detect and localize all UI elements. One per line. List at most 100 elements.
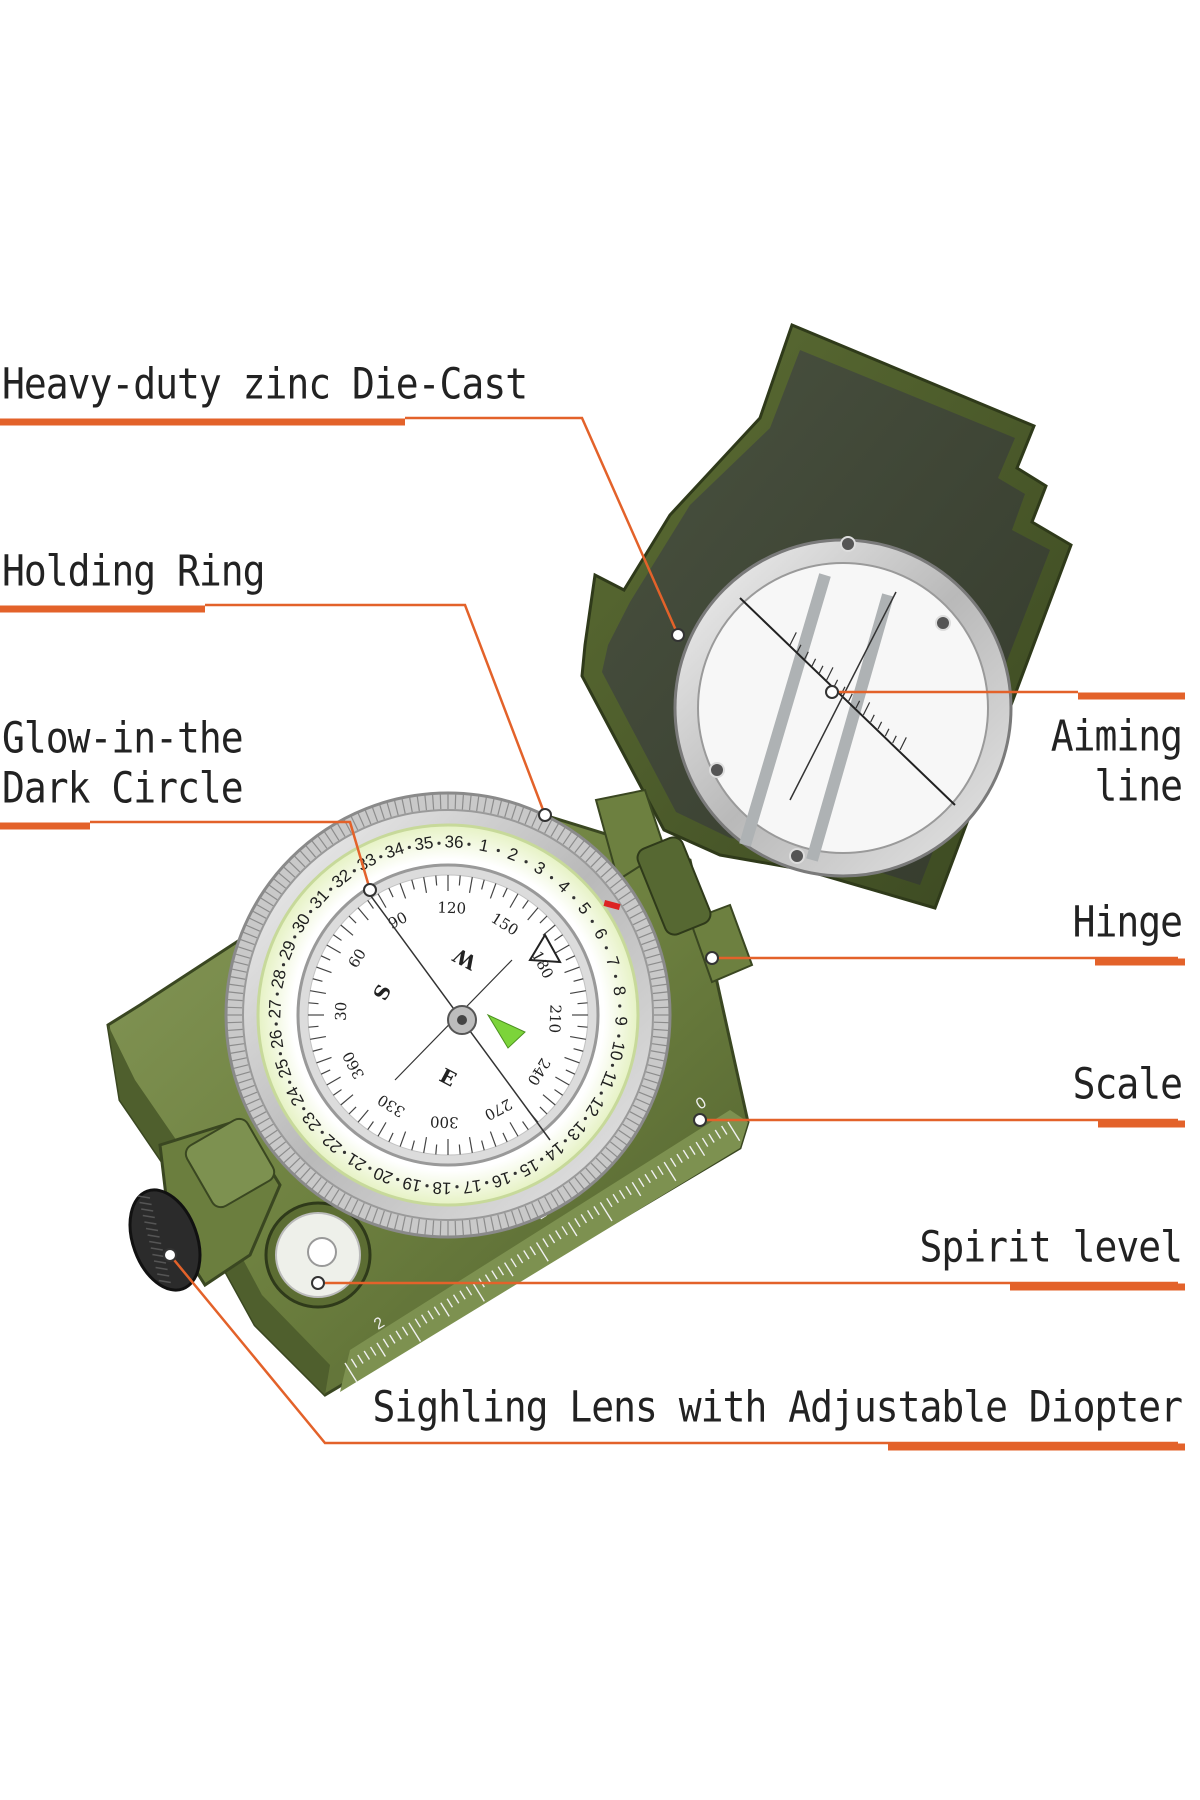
bezel-knurl-tick bbox=[273, 878, 287, 889]
dot-spirit-level bbox=[311, 1276, 325, 1290]
label-holding-ring: Holding Ring bbox=[2, 546, 266, 596]
outer-ring-dot bbox=[320, 1130, 324, 1134]
knurl-line bbox=[153, 1260, 167, 1264]
dial-tick bbox=[489, 883, 497, 899]
bezel-knurl-tick bbox=[643, 946, 659, 952]
bezel-knurl-tick bbox=[609, 1141, 623, 1152]
label-aiming-line-line1: Aiming bbox=[1050, 711, 1183, 761]
scale-tick bbox=[669, 1157, 677, 1168]
red-index-mark bbox=[603, 900, 621, 910]
outer-ring-dot bbox=[617, 1034, 621, 1038]
scale-tick bbox=[357, 1354, 364, 1364]
bezel-knurl-tick bbox=[476, 796, 480, 812]
knurl-line bbox=[137, 1195, 151, 1199]
bezel-knurl-tick bbox=[317, 835, 328, 849]
bezel-knurl-tick bbox=[278, 872, 291, 884]
bezel-knurl-tick bbox=[647, 960, 663, 966]
scale-tick bbox=[542, 1238, 549, 1248]
scale-tick bbox=[395, 1330, 402, 1340]
diopter-knob[interactable] bbox=[117, 1180, 213, 1300]
dial-tick bbox=[565, 1069, 576, 1075]
bezel-knurl-tick bbox=[336, 823, 346, 837]
needle-pivot bbox=[447, 1005, 477, 1035]
dial-tick bbox=[435, 875, 438, 886]
knurl-line bbox=[157, 1273, 170, 1277]
outer-ring-dot bbox=[368, 1166, 372, 1170]
bezel-knurl-tick bbox=[317, 1181, 328, 1195]
dial-tick bbox=[509, 1122, 519, 1137]
scale-tick bbox=[714, 1129, 722, 1139]
bezel-knurl-tick bbox=[252, 1111, 267, 1120]
bezel-knurl-tick bbox=[629, 910, 644, 919]
dial-tick bbox=[316, 966, 332, 974]
outer-ring-dot bbox=[467, 842, 471, 846]
scale-tick bbox=[529, 1246, 537, 1256]
scale-tick bbox=[472, 1282, 485, 1302]
bezel-knurl-tick bbox=[600, 1152, 613, 1164]
bezel-knurl-tick bbox=[641, 938, 656, 946]
dial-tick bbox=[527, 907, 539, 921]
aiming-scale-tick bbox=[877, 721, 883, 730]
dial-tick bbox=[357, 907, 369, 921]
dial-tick bbox=[310, 990, 326, 995]
knurl-line bbox=[147, 1234, 160, 1238]
dial-tick bbox=[458, 875, 461, 886]
dot-hinge bbox=[705, 951, 719, 965]
bezel-knurl-tick bbox=[622, 1123, 636, 1133]
knurl-line bbox=[144, 1221, 157, 1225]
bezel-knurl-tick bbox=[386, 1212, 392, 1228]
scale-tick bbox=[548, 1234, 556, 1244]
scale-tick bbox=[382, 1338, 390, 1348]
north-triangle-marker bbox=[528, 933, 562, 964]
bezel-knurl-tick bbox=[568, 835, 579, 849]
scale-tick bbox=[682, 1149, 690, 1159]
bezel-knurl-tick bbox=[605, 1146, 618, 1158]
scale-tick bbox=[414, 1318, 422, 1328]
scale-tick bbox=[369, 1346, 377, 1356]
bezel-knurl-tick bbox=[323, 831, 334, 845]
screw-2 bbox=[935, 615, 951, 631]
outer-ring-dot bbox=[613, 974, 618, 978]
dial-tick bbox=[332, 934, 342, 941]
bezel-knurl-tick bbox=[245, 924, 261, 932]
dial-tick bbox=[308, 1025, 319, 1028]
bezel-knurl-tick bbox=[288, 861, 301, 873]
scale-tick bbox=[350, 1358, 358, 1368]
leader-die-cast bbox=[405, 416, 680, 636]
bezel-knurl-tick bbox=[235, 953, 251, 959]
knurl-line bbox=[158, 1279, 171, 1284]
bezel-knurl-tick bbox=[600, 866, 613, 878]
outer-ring-dot bbox=[288, 1080, 292, 1084]
callout-dots bbox=[163, 628, 839, 1290]
bezel-screws bbox=[709, 536, 951, 864]
outer-ring-dot bbox=[610, 1063, 615, 1067]
bezel-knurl-tick bbox=[409, 797, 413, 813]
dial-tick bbox=[554, 1089, 564, 1096]
bezel-knurl-tick bbox=[490, 798, 495, 814]
bezel-knurl-tick bbox=[229, 983, 245, 987]
scale-tick bbox=[440, 1302, 450, 1317]
label-spirit-level: Spirit level bbox=[919, 1222, 1183, 1272]
scale-tick bbox=[612, 1193, 619, 1204]
bezel-knurl-tick bbox=[645, 1071, 661, 1077]
bezel-knurl-tick bbox=[357, 1202, 365, 1218]
dial-tick bbox=[316, 1056, 332, 1064]
scale-tick bbox=[516, 1254, 524, 1264]
outer-ring-number: 17 bbox=[461, 1176, 482, 1197]
dial-tick bbox=[577, 1002, 588, 1005]
bezel-knurl-tick bbox=[311, 840, 322, 854]
bezel-knurl-tick bbox=[653, 998, 669, 1002]
sighting-window bbox=[697, 562, 989, 854]
outer-ring-number: 27 bbox=[265, 999, 285, 1019]
bezel-knurl-tick bbox=[638, 1091, 654, 1099]
aiming-scale-tick bbox=[811, 658, 817, 667]
bezel-knurl-tick bbox=[504, 802, 510, 818]
spirit-level-bubble bbox=[307, 1237, 337, 1267]
scale-tick bbox=[376, 1342, 386, 1357]
scale-tick bbox=[510, 1258, 517, 1268]
scale-tick bbox=[465, 1286, 473, 1296]
outer-ring-number: 9 bbox=[611, 1016, 630, 1026]
bezel-knurl-tick bbox=[483, 797, 487, 813]
dial-ticks bbox=[308, 875, 588, 1155]
bezel-knurl-tick bbox=[585, 1167, 597, 1180]
